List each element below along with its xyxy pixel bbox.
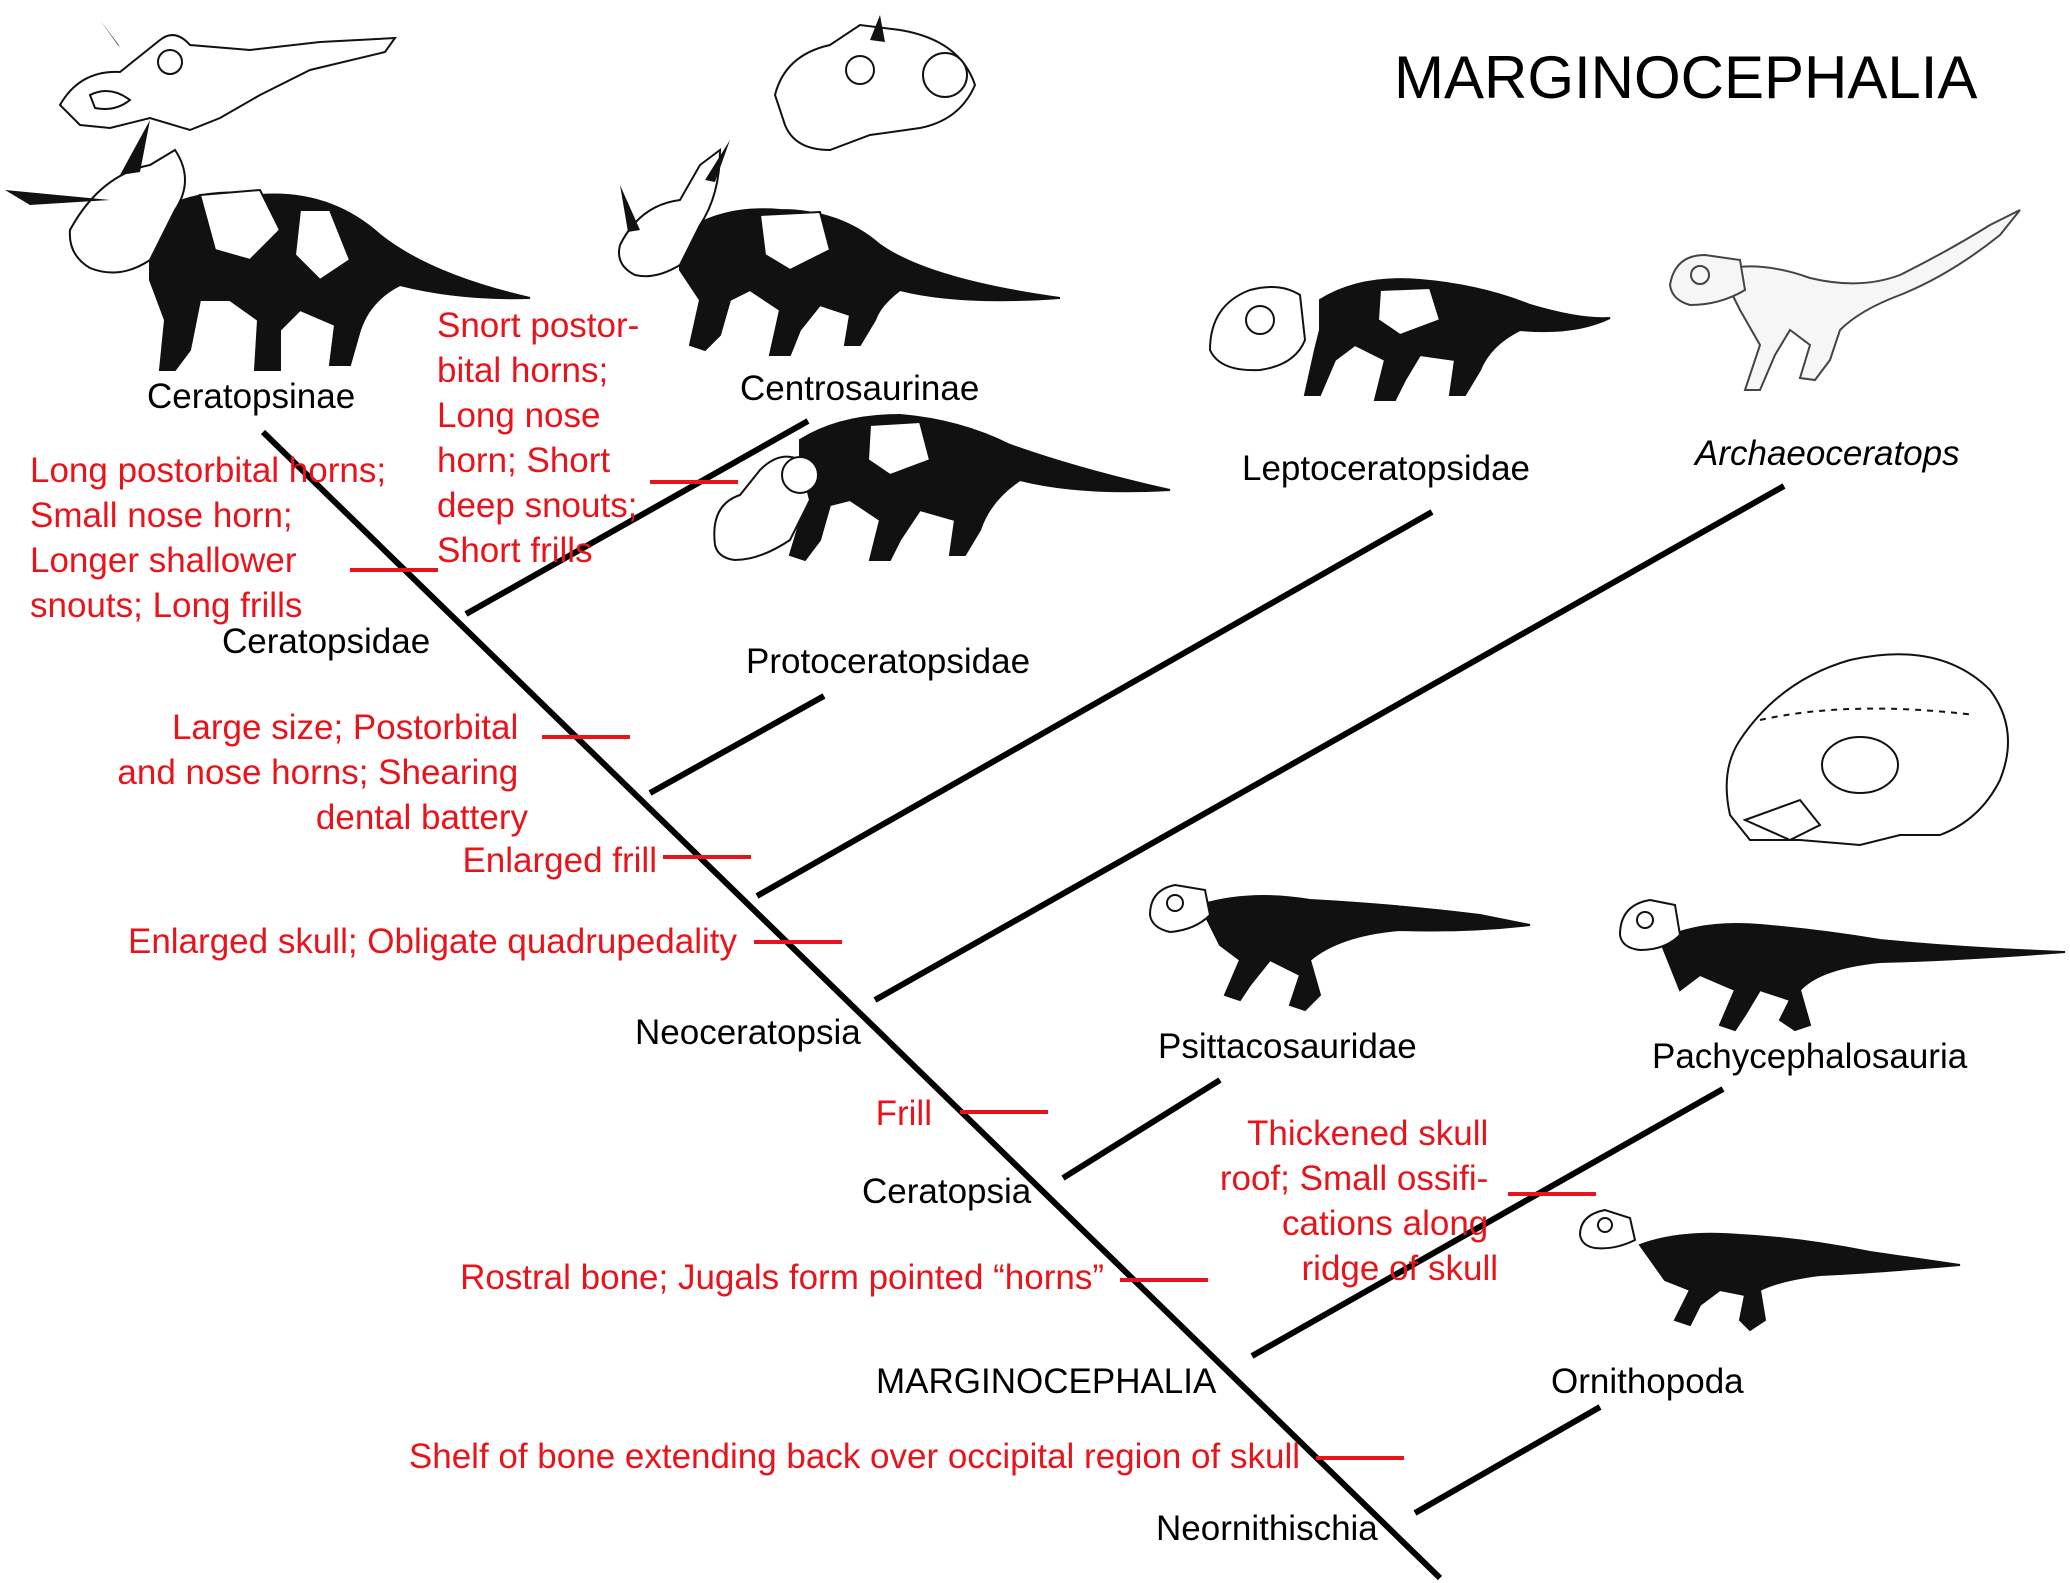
taxon-label-protoceratopsidae: Protoceratopsidae xyxy=(746,642,1030,681)
taxon-label-pachycephalosauria: Pachycephalosauria xyxy=(1652,1037,1968,1076)
taxon-label-centrosaurinae: Centrosaurinae xyxy=(740,369,979,408)
psittacosauridae-skeleton-image xyxy=(1150,885,1530,1010)
branch-psittacosauridae xyxy=(1063,1080,1220,1178)
character-ceratopsidae: Large size; Postorbital and nose horns; … xyxy=(117,708,528,837)
taxon-label-ceratopsia: Ceratopsia xyxy=(862,1172,1032,1211)
pachycephalosaur-skull-image xyxy=(1727,654,2008,845)
archaeoceratops-skeleton-image xyxy=(1670,210,2020,390)
leptoceratopsidae-skeleton-image xyxy=(1210,279,1610,400)
pachycephalosauria-skeleton-image xyxy=(1620,900,2065,1030)
centrosaurinae-skeleton-image xyxy=(619,140,1060,355)
character-enlarged-skull: Enlarged skull; Obligate quadrupedality xyxy=(128,922,737,961)
character-ticks xyxy=(350,482,1596,1458)
taxon-label-leptoceratopsidae: Leptoceratopsidae xyxy=(1242,449,1530,488)
taxon-label-ceratopsinae: Ceratopsinae xyxy=(147,377,355,416)
branch-ornithopoda xyxy=(1415,1407,1600,1513)
branch-leptoceratopsidae xyxy=(757,512,1432,896)
ornithopoda-skeleton-image xyxy=(1580,1210,1960,1330)
taxon-label-neornithischia: Neornithischia xyxy=(1156,1509,1378,1548)
branch-protoceratopsidae xyxy=(650,696,824,793)
tree xyxy=(263,421,1784,1578)
taxon-label-psittacosauridae: Psittacosauridae xyxy=(1158,1027,1417,1066)
main-stem xyxy=(263,432,1440,1578)
taxon-label-ceratopsidae: Ceratopsidae xyxy=(222,622,430,661)
character-marginocephalia: Shelf of bone extending back over occipi… xyxy=(409,1437,1300,1476)
ceratopsinae-skull-image xyxy=(60,20,395,130)
character-frill: Frill xyxy=(876,1094,932,1133)
taxon-label-neoceratopsia: Neoceratopsia xyxy=(635,1013,861,1052)
character-ceratopsia: Rostral bone; Jugals form pointed “horns… xyxy=(460,1258,1104,1297)
taxon-label-ornithopoda: Ornithopoda xyxy=(1551,1362,1744,1401)
diagram-title: MARGINOCEPHALIA xyxy=(1394,44,1977,111)
centrosaurinae-skull-image xyxy=(775,15,975,150)
character-pachycephalosauria: Thickened skull roof; Small ossifi- cati… xyxy=(1220,1114,1498,1288)
character-ceratopsinae: Long postorbital horns; Small nose horn;… xyxy=(30,451,396,625)
character-enlarged-frill: Enlarged frill xyxy=(462,841,657,880)
taxon-label-archaeoceratops: Archaeoceratops xyxy=(1693,434,1960,473)
taxon-label-marginocephalia: MARGINOCEPHALIA xyxy=(876,1362,1217,1401)
